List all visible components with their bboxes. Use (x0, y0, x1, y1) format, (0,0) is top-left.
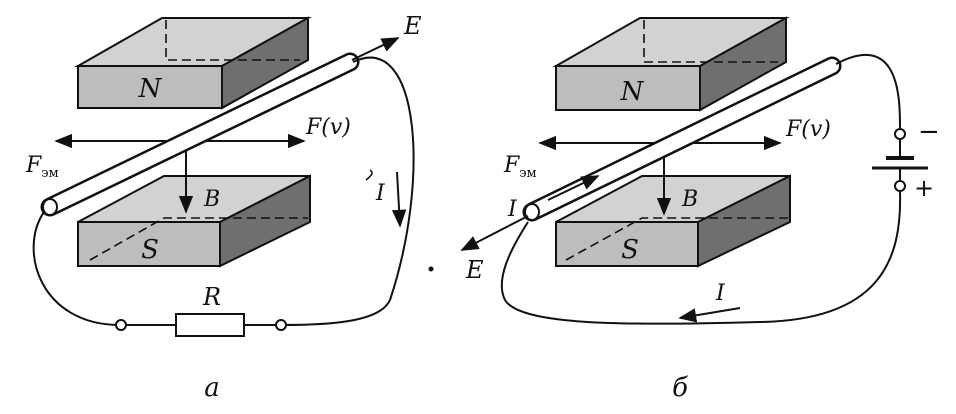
magnet-north-label-a: N (138, 74, 163, 104)
emf-arrow-b (460, 215, 529, 251)
battery-minus-label: − (918, 117, 940, 147)
current-label-conductor-b: I (507, 197, 518, 222)
resistor-label-a: R (202, 283, 221, 311)
terminal-left-a (115, 319, 127, 331)
resistor-a (175, 313, 245, 337)
diagram-a: N S B Fэм F(v) E (25, 12, 422, 403)
emf-arrow-a (351, 37, 400, 61)
current-label-a: I (375, 181, 386, 206)
emf-label-a: E (403, 12, 422, 40)
force-em-label-a: Fэм (25, 153, 59, 181)
current-label-loop-b: I (715, 281, 726, 306)
magnet-south-a: S (77, 174, 311, 268)
wire-bottom-b (500, 191, 902, 325)
force-em-label-b: Fэм (503, 153, 537, 181)
stray-dot (428, 266, 434, 272)
battery-plus-label: + (914, 174, 934, 202)
wire-top-b (835, 54, 901, 129)
caption-a: а (204, 373, 220, 403)
field-label-b: B (681, 187, 698, 212)
magnet-north-b: N (552, 16, 790, 112)
field-label-a: B (203, 187, 220, 212)
force-v-label-a: F(v) (305, 115, 351, 140)
current-arrow-loop-b (678, 307, 741, 323)
caption-b: б (672, 373, 688, 403)
magnet-north-label-b: N (620, 77, 645, 107)
magnet-south-b: S (555, 174, 791, 268)
diagram-b: N S B Fэм F(v) I E (460, 16, 940, 403)
emf-label-b: E (465, 256, 484, 284)
wire-right-a (281, 56, 415, 326)
magnet-south-label-b: S (621, 235, 639, 265)
terminal-right-a (275, 319, 287, 331)
magnet-south-label-a: S (141, 235, 159, 265)
current-arrow-conductor-b (547, 175, 600, 201)
magnet-north-a: N (74, 16, 312, 110)
wire-left-a (32, 211, 121, 326)
force-v-label-b: F(v) (785, 117, 831, 142)
current-arrow-a (391, 171, 407, 228)
battery-b: − + (872, 117, 940, 202)
conductor-a (40, 52, 360, 217)
